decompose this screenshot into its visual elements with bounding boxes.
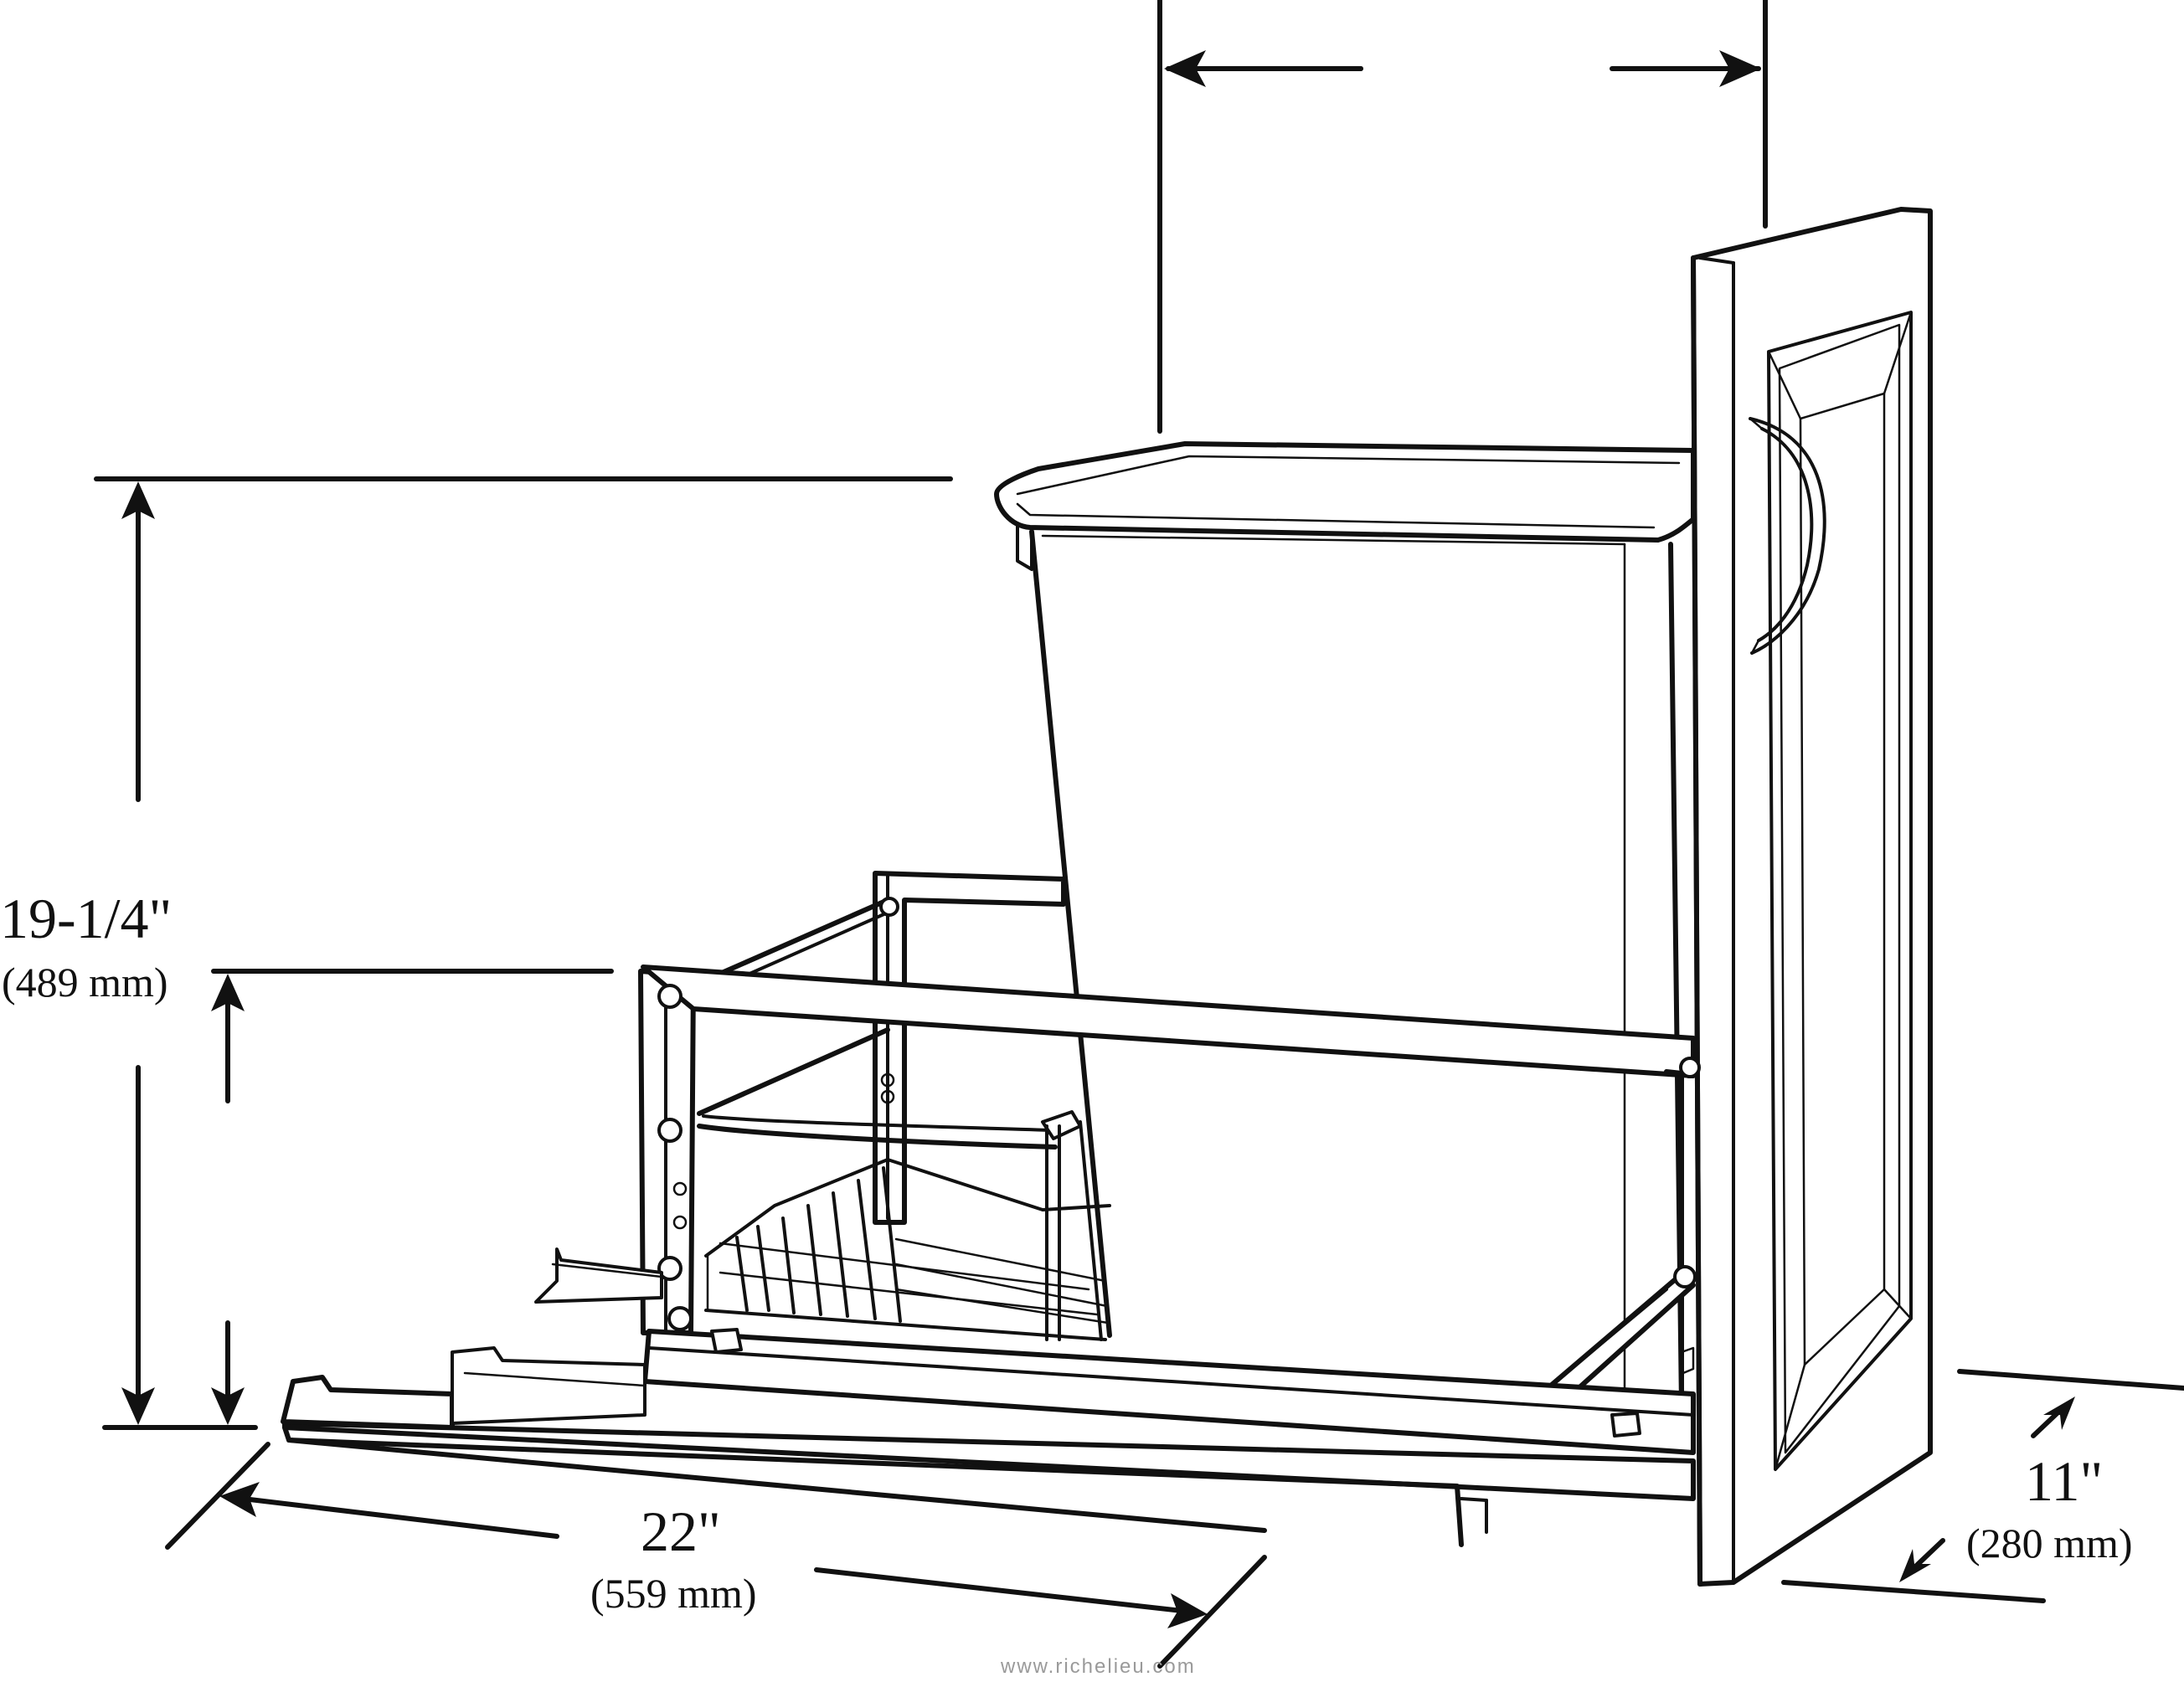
depth-imperial-label: 22" — [641, 1499, 721, 1563]
door-handle — [1749, 417, 1826, 655]
depth-metric-label: (559 mm) — [590, 1570, 757, 1617]
wire-basket — [704, 1120, 1111, 1341]
runner-slides — [281, 1247, 1696, 1547]
height-metric-label: (489 mm) — [2, 959, 168, 1006]
height-dimension — [94, 476, 953, 1430]
credit-text: www.richelieu.com — [1000, 1655, 1196, 1678]
door-front-panel — [1691, 207, 1933, 1587]
width-imperial-label: 11" — [2025, 1449, 2103, 1513]
height-imperial-label: 19-1/4" — [0, 887, 172, 950]
top-width-dimension — [1157, 0, 1768, 434]
depth-dimension — [165, 1442, 1267, 1669]
frame-screws — [657, 984, 1701, 1331]
waste-bin — [994, 441, 1696, 1409]
door-width-dimension — [1781, 1369, 2184, 1603]
width-metric-label: (280 mm) — [1966, 1520, 2133, 1566]
pullout-frame — [638, 871, 1701, 1417]
